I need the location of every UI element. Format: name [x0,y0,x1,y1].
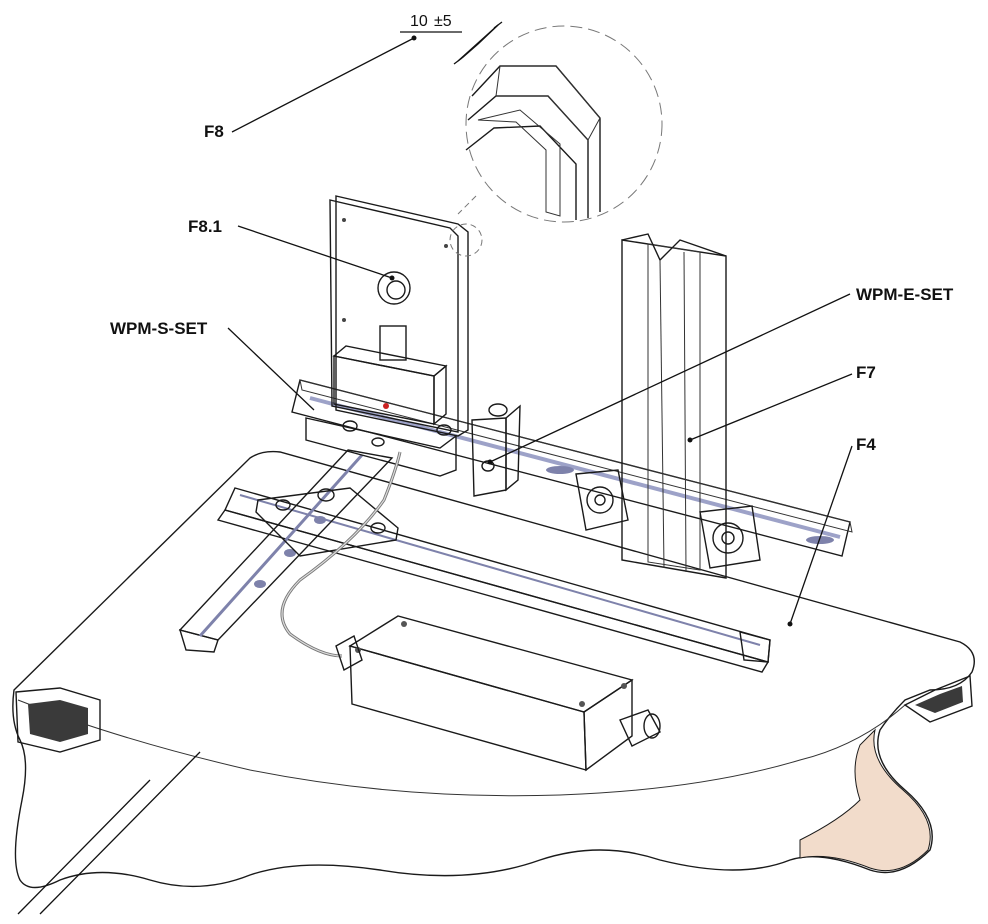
base-plate-cut-hatch [799,728,931,872]
base-plate-thickness-edge [17,699,906,797]
diagonal-rail [178,449,394,653]
column-f7 [621,233,727,579]
junction-box [335,615,661,772]
detail-view-circle [453,21,663,223]
label-f4: F4 [856,435,876,454]
label-f7: F7 [856,363,876,382]
reader-panel-f8-1 [329,195,469,437]
base-plate-surface [12,450,975,889]
label-f8: F8 [204,122,224,141]
right-tube-section [903,674,973,723]
label-f8-1: F8.1 [188,217,222,236]
label-wpm-e-set: WPM-E-SET [856,285,954,304]
rail-clamp [255,487,399,557]
label-wpm-s-set: WPM-S-SET [110,319,208,338]
wpm-s-set-block [305,345,457,477]
column-nut-left [575,469,629,531]
dimension-tolerance: ±5 [434,13,452,30]
front-rail [216,487,771,673]
rear-rail [291,379,853,557]
left-tube-section [15,687,101,753]
leader-lines [17,35,853,915]
dimension-value: 10 [410,13,428,30]
wpm-e-set-bracket [471,403,521,497]
column-nut-right [699,505,761,569]
base-plate [12,450,975,889]
